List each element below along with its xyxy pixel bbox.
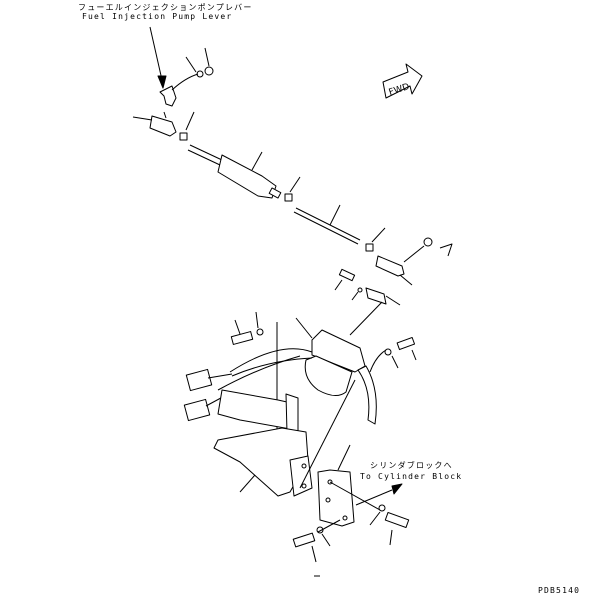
cylinder-block-label-en: To Cylinder Block bbox=[360, 472, 463, 481]
rod-cylinder-part bbox=[187, 144, 386, 252]
cylinder-block-label-jp: シリンダブロックへ bbox=[370, 461, 453, 470]
fwd-arrow: FWD bbox=[382, 63, 423, 99]
small-bolt-part bbox=[334, 268, 401, 306]
lower-bolts-part bbox=[292, 504, 410, 577]
drawing-code: PDB5140 bbox=[538, 586, 581, 595]
actuator-motor-part bbox=[295, 301, 417, 425]
mounting-plate-part bbox=[317, 444, 403, 533]
link-part bbox=[375, 237, 453, 286]
bracket-part bbox=[213, 379, 356, 497]
ball-joint-part bbox=[132, 111, 195, 141]
pump-lever-arrow bbox=[149, 26, 167, 89]
wiring-harness-part bbox=[183, 348, 313, 422]
fuel-pump-lever-label-en: Fuel Injection Pump Lever bbox=[82, 12, 233, 21]
pump-lever-part bbox=[159, 47, 214, 107]
fuel-pump-lever-label-jp: フューエルインジェクションポンプレバー bbox=[78, 3, 253, 12]
left-bolt-part bbox=[230, 311, 278, 430]
